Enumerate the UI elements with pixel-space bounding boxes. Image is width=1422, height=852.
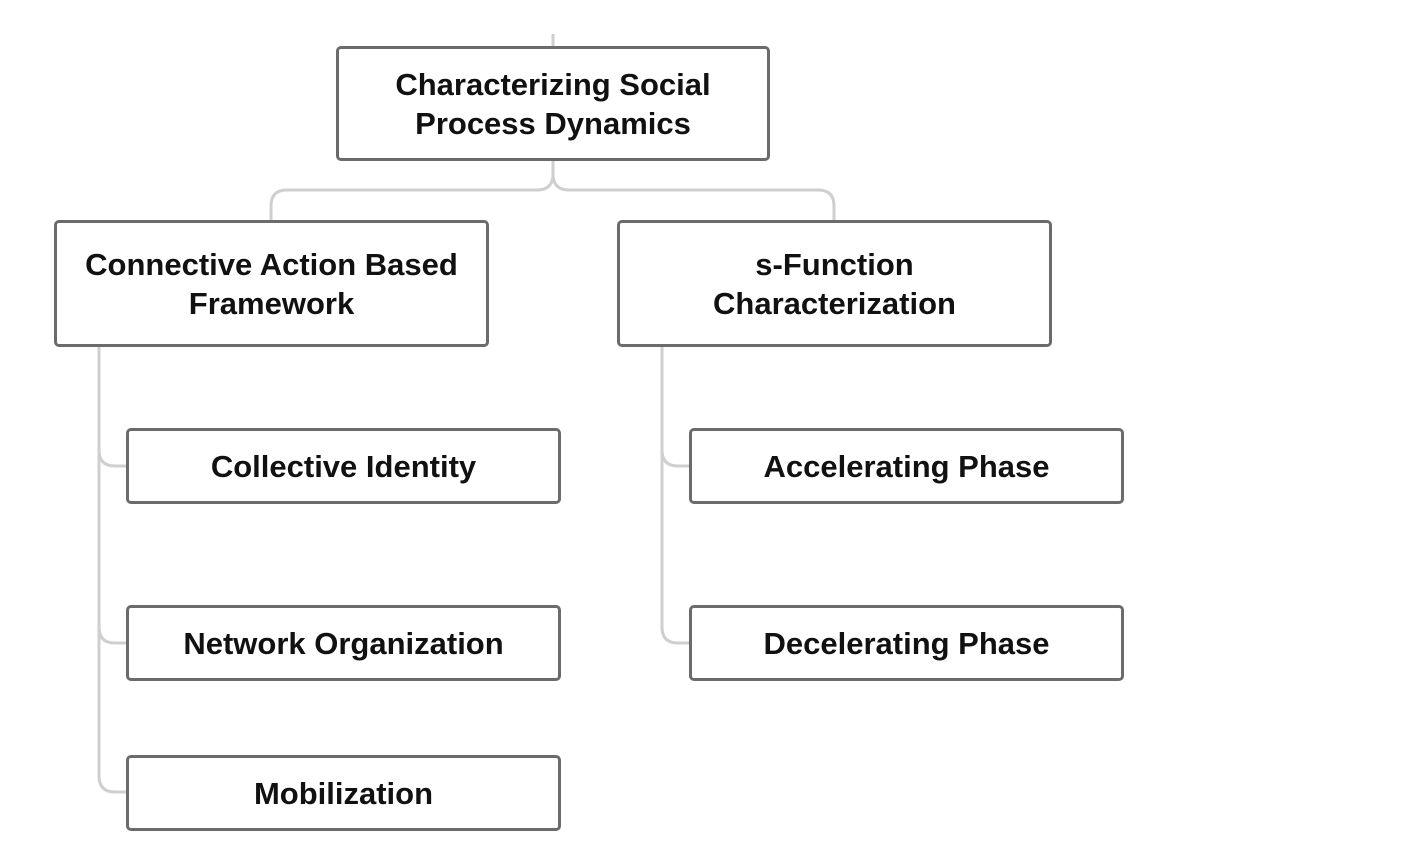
- branch-node-s-function: s-Function Characterization: [617, 220, 1052, 347]
- root-node-label: Characterizing Social Process Dynamics: [395, 66, 711, 141]
- connector-root-to-branches: [269, 161, 836, 220]
- leaf-node-label: Mobilization: [253, 775, 434, 811]
- leaf-node-label: Collective Identity: [210, 448, 477, 484]
- leaf-node-accelerating-phase: Accelerating Phase: [689, 428, 1124, 504]
- leaf-node-mobilization: Mobilization: [126, 755, 561, 831]
- leaf-node-label: Decelerating Phase: [763, 625, 1050, 661]
- leaf-node-decelerating-phase: Decelerating Phase: [689, 605, 1124, 681]
- branch-node-label: s-Function Characterization: [713, 246, 956, 321]
- leaf-node-label: Network Organization: [183, 625, 504, 661]
- branch-node-connective-action: Connective Action Based Framework: [54, 220, 489, 347]
- connector-branch-1-child-0: [660, 449, 689, 468]
- connector-branch-1-spine: [660, 347, 689, 645]
- leaf-node-network-organization: Network Organization: [126, 605, 561, 681]
- leaf-node-collective-identity: Collective Identity: [126, 428, 561, 504]
- root-node: Characterizing Social Process Dynamics: [336, 46, 770, 161]
- leaf-node-label: Accelerating Phase: [763, 448, 1050, 484]
- connector-branch-0-child-0: [97, 449, 126, 468]
- branch-node-label: Connective Action Based Framework: [85, 246, 458, 321]
- connector-branch-0-child-1: [97, 626, 126, 645]
- connector-branch-0-spine: [97, 347, 126, 794]
